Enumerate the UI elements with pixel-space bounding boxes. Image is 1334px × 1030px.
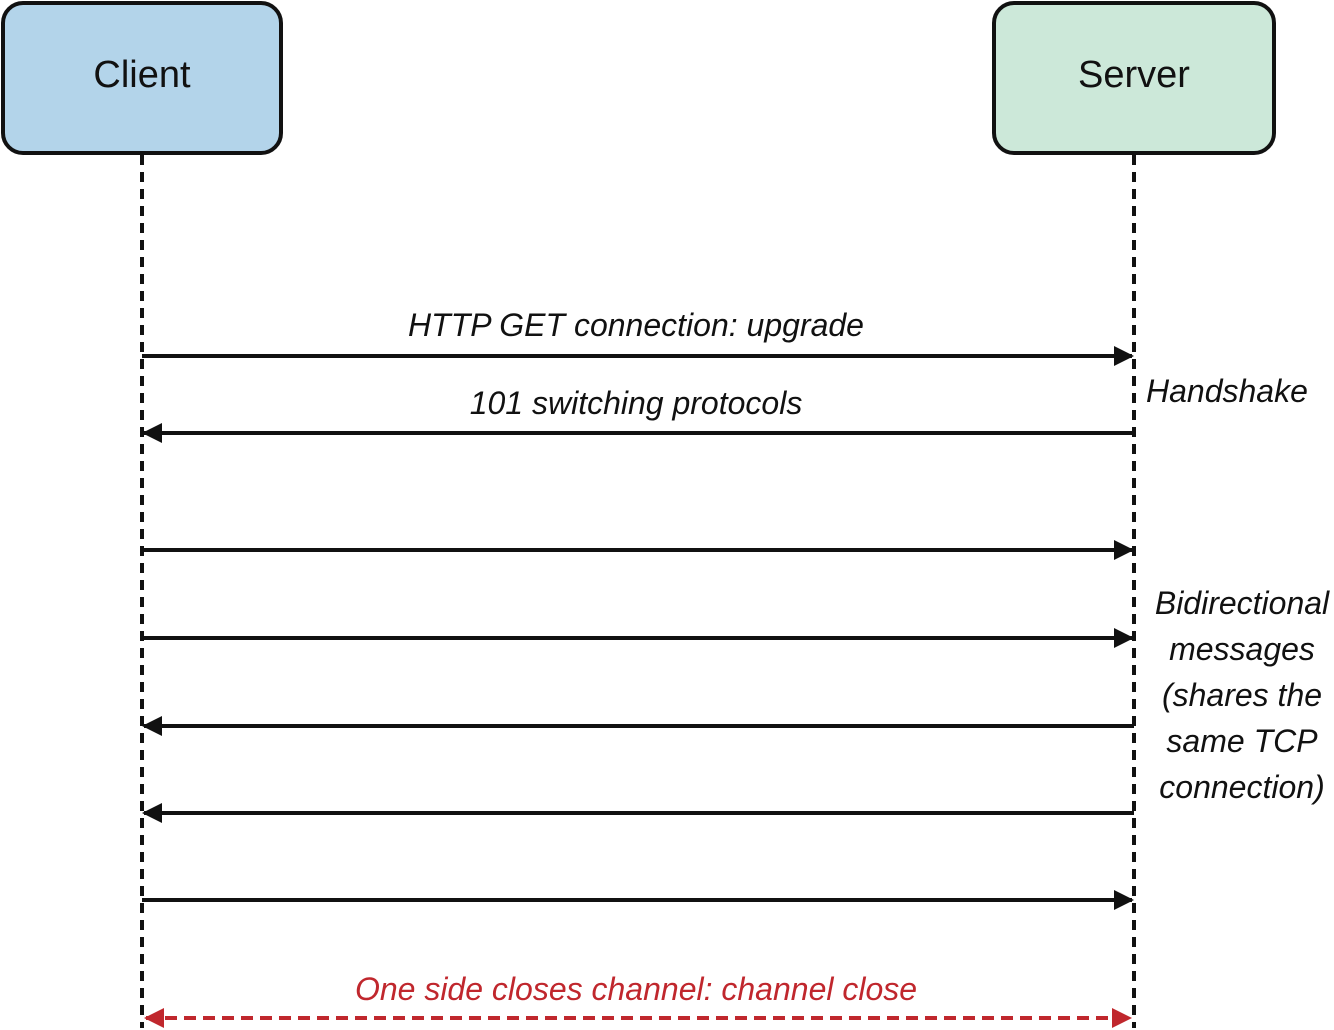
server-box-label: Server (1078, 54, 1190, 96)
message-2: 101 switching protocols (142, 385, 1134, 443)
bidirectional-line-4: same TCP (1166, 723, 1318, 759)
server-box: Server (992, 1, 1276, 155)
server-box-rect (992, 1, 1276, 155)
client-box-rect (1, 1, 283, 155)
bidirectional-annotation: Bidirectional messages (shares the same … (1155, 585, 1330, 805)
client-box-label: Client (93, 54, 191, 96)
message-2-label: 101 switching protocols (470, 385, 803, 421)
close-message-label: One side closes channel: channel close (355, 971, 917, 1007)
bidirectional-line-3: (shares the (1162, 677, 1322, 713)
bidirectional-line-1: Bidirectional (1155, 585, 1330, 621)
bidirectional-line-5: connection) (1159, 769, 1324, 805)
handshake-annotation: Handshake (1146, 373, 1308, 409)
client-box: Client (1, 1, 283, 155)
close-message: One side closes channel: channel close (144, 971, 1132, 1028)
message-1: HTTP GET connection: upgrade (142, 307, 1134, 366)
bidirectional-line-2: messages (1169, 631, 1315, 667)
message-1-label: HTTP GET connection: upgrade (408, 307, 864, 343)
